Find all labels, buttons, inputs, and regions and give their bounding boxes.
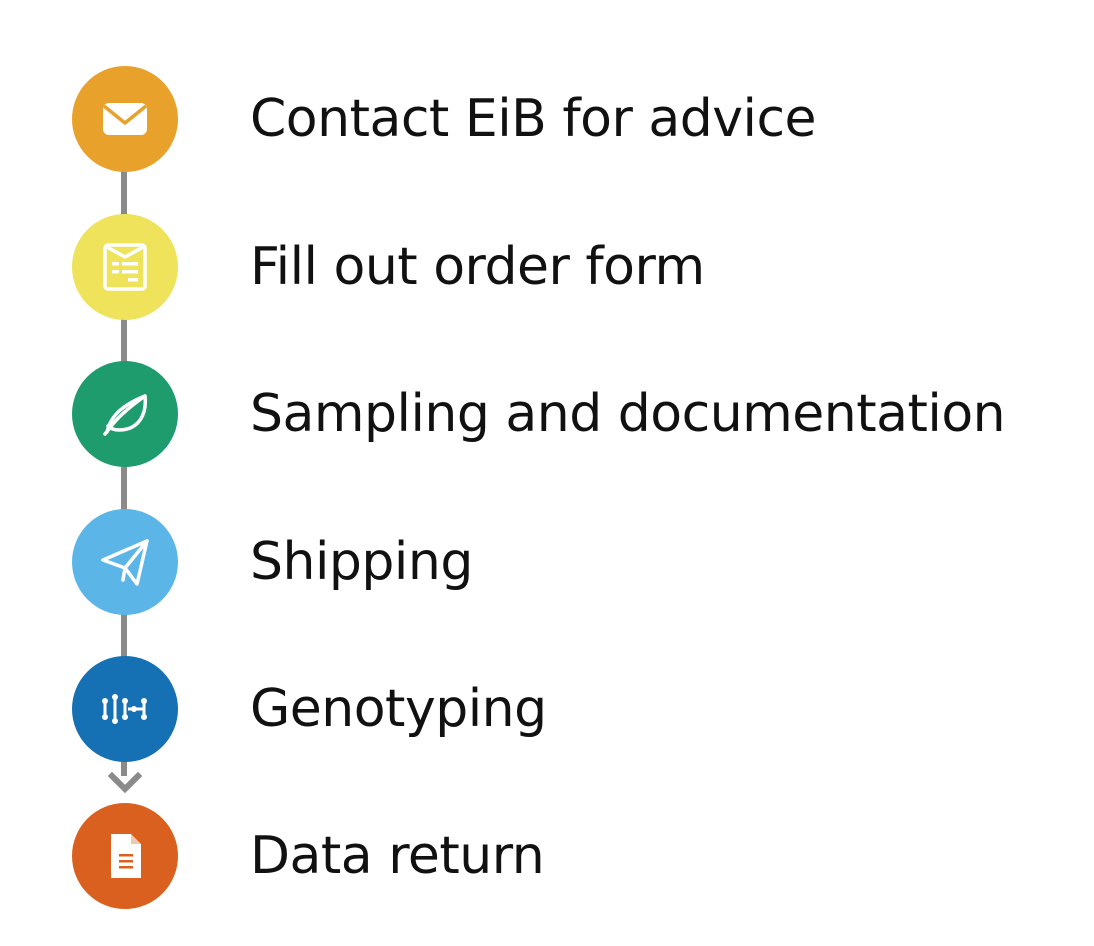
paper-plane-icon [101, 539, 149, 586]
leaf-icon [103, 394, 148, 436]
step-shipping: Shipping [72, 509, 1062, 615]
step-label: Data return [250, 826, 545, 886]
document-icon [111, 834, 141, 878]
connector-line [121, 465, 127, 513]
step-genotyping: Genotyping [72, 656, 1062, 762]
connector-line [121, 170, 127, 218]
step-label: Genotyping [250, 679, 547, 739]
step-circle [72, 656, 178, 762]
step-order-form: Fill out order form [72, 214, 1062, 320]
step-sampling: Sampling and documentation [72, 361, 1062, 467]
connector-line [121, 318, 127, 366]
connector-line [121, 758, 127, 776]
step-circle [72, 803, 178, 909]
connector-line [121, 612, 127, 660]
step-label: Shipping [250, 532, 473, 592]
step-circle [72, 214, 178, 320]
genotyping-icon [102, 694, 147, 724]
chevron-down-icon [108, 771, 142, 794]
step-contact: Contact EiB for advice [72, 66, 1062, 172]
step-data-return: Data return [72, 803, 1062, 909]
step-circle [72, 509, 178, 615]
order-form-icon [103, 243, 147, 291]
step-circle [72, 66, 178, 172]
envelope-icon [102, 103, 148, 135]
step-circle [72, 361, 178, 467]
step-label: Sampling and documentation [250, 384, 1006, 444]
step-label: Contact EiB for advice [250, 89, 817, 149]
step-label: Fill out order form [250, 237, 705, 297]
